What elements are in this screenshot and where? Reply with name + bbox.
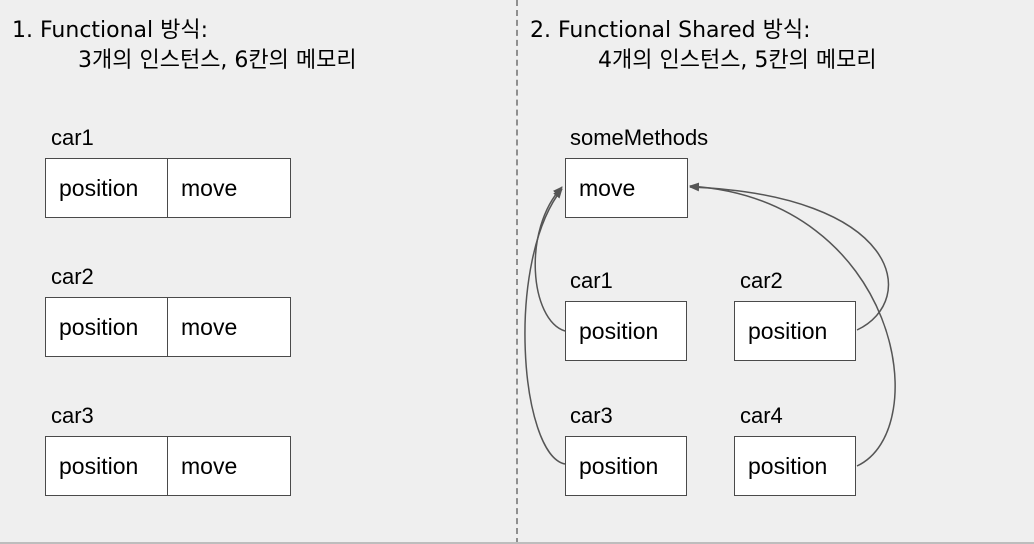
right-subheading: 4개의 인스턴스, 5칸의 메모리	[598, 48, 877, 73]
left-car1-object: position move	[45, 158, 291, 218]
some-methods-object: move	[565, 158, 688, 218]
left-car2-object: position move	[45, 297, 291, 357]
left-car2-position-slot: position	[46, 298, 168, 356]
right-car3-object: position	[565, 436, 687, 496]
right-car2-object: position	[734, 301, 856, 361]
right-car3-label: car3	[570, 403, 613, 428]
left-subheading: 3개의 인스턴스, 6칸의 메모리	[78, 48, 357, 73]
left-car3-object: position move	[45, 436, 291, 496]
some-methods-move-slot: move	[579, 174, 636, 201]
section-divider	[516, 0, 518, 544]
right-car4-position-slot: position	[748, 452, 828, 479]
right-car4-object: position	[734, 436, 856, 496]
left-car3-position-slot: position	[46, 437, 168, 495]
arrow-car3-to-move	[524, 188, 566, 465]
right-car1-label: car1	[570, 268, 613, 293]
some-methods-label: someMethods	[570, 125, 709, 150]
left-car2-label: car2	[51, 264, 94, 289]
left-car2-move-slot: move	[181, 313, 238, 340]
left-heading: 1. Functional 방식:	[12, 18, 209, 43]
left-car3-move-slot: move	[181, 452, 238, 479]
bottom-border	[0, 542, 1034, 544]
left-car1-move-slot: move	[181, 174, 238, 201]
right-car4-label: car4	[740, 403, 783, 428]
left-car3-label: car3	[51, 403, 94, 428]
right-car1-position-slot: position	[579, 317, 659, 344]
right-heading: 2. Functional Shared 방식:	[530, 18, 811, 43]
right-car2-position-slot: position	[748, 317, 828, 344]
arrow-car1-to-move	[534, 186, 566, 332]
left-car1-label: car1	[51, 125, 94, 150]
right-car3-position-slot: position	[579, 452, 659, 479]
right-car2-label: car2	[740, 268, 783, 293]
left-car1-position-slot: position	[46, 159, 168, 217]
right-car1-object: position	[565, 301, 687, 361]
